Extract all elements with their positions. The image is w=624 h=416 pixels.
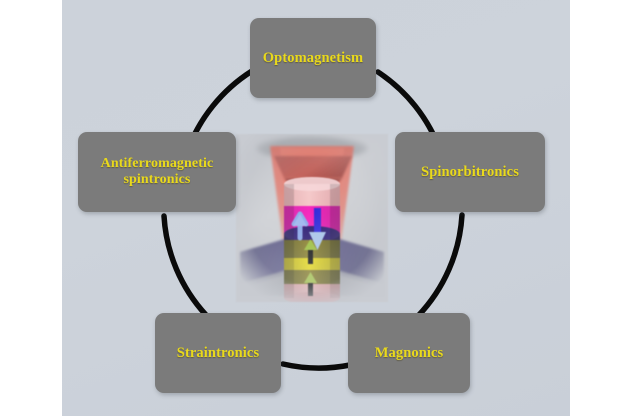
art-vignette	[236, 134, 388, 302]
node-label-optomagnetism: Optomagnetism	[262, 49, 364, 66]
node-spinorbitronics[interactable]: Spinorbitronics	[395, 132, 545, 212]
node-label-antiferromagnetic-spintronics: Antiferromagnetic spintronics	[100, 155, 214, 187]
node-optomagnetism[interactable]: Optomagnetism	[250, 18, 376, 98]
nanopillar-svg	[236, 134, 388, 302]
node-label-spinorbitronics: Spinorbitronics	[421, 163, 519, 180]
node-label-magnonics: Magnonics	[374, 344, 444, 361]
node-label-straintronics: Straintronics	[176, 344, 260, 361]
magnetic-nanopillar-illustration	[236, 134, 388, 302]
node-antiferromagnetic-spintronics[interactable]: Antiferromagnetic spintronics	[78, 132, 236, 212]
node-magnonics[interactable]: Magnonics	[348, 313, 470, 393]
node-straintronics[interactable]: Straintronics	[155, 313, 281, 393]
